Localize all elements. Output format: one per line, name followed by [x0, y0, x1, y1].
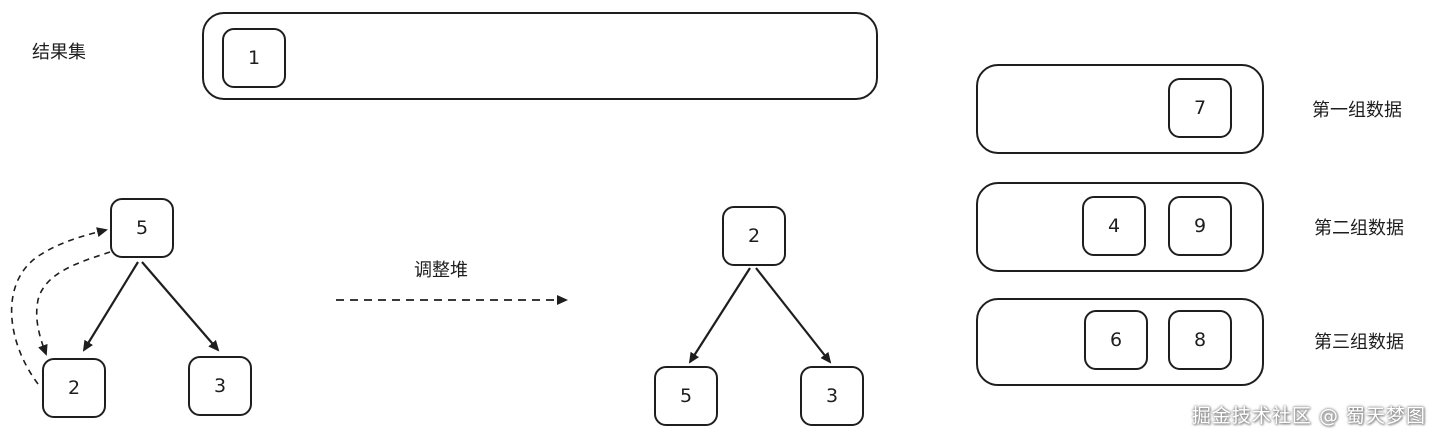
operation-label: 调整堆 [414, 260, 468, 281]
result-item-node: 1 [222, 28, 286, 88]
result-set-container [202, 12, 878, 100]
group-2-label: 第二组数据 [1314, 218, 1404, 239]
group-3-item-node: 6 [1084, 310, 1148, 370]
group-2-item-node: 9 [1168, 196, 1232, 256]
swap-arrow-outer [10, 227, 108, 385]
left-tree-left-node: 2 [42, 358, 106, 418]
right-tree-root-node: 2 [722, 206, 786, 266]
result-set-label: 结果集 [32, 42, 86, 63]
edge-2-to-5 [688, 267, 751, 364]
group-3-label: 第三组数据 [1314, 332, 1404, 353]
group-3-item-node: 8 [1168, 310, 1232, 370]
group-1-label: 第一组数据 [1312, 100, 1402, 121]
group-2-container [976, 182, 1264, 272]
left-tree-right-node: 3 [188, 356, 252, 416]
group-2-item-node: 4 [1082, 196, 1146, 256]
edge-5-to-2 [82, 261, 139, 352]
watermark-text: 掘金技术社区 @ 蜀天梦图 [1191, 405, 1426, 427]
right-tree-left-node: 5 [654, 366, 718, 426]
right-tree-right-node: 3 [800, 366, 864, 426]
group-3-container [976, 298, 1264, 386]
swap-arrow-inner [35, 251, 111, 356]
group-1-item-node: 7 [1168, 78, 1232, 138]
edge-2-to-3 [755, 267, 832, 364]
group-1-container [976, 64, 1264, 154]
left-tree-root-node: 5 [110, 198, 174, 258]
edge-5-to-3 [141, 261, 220, 352]
